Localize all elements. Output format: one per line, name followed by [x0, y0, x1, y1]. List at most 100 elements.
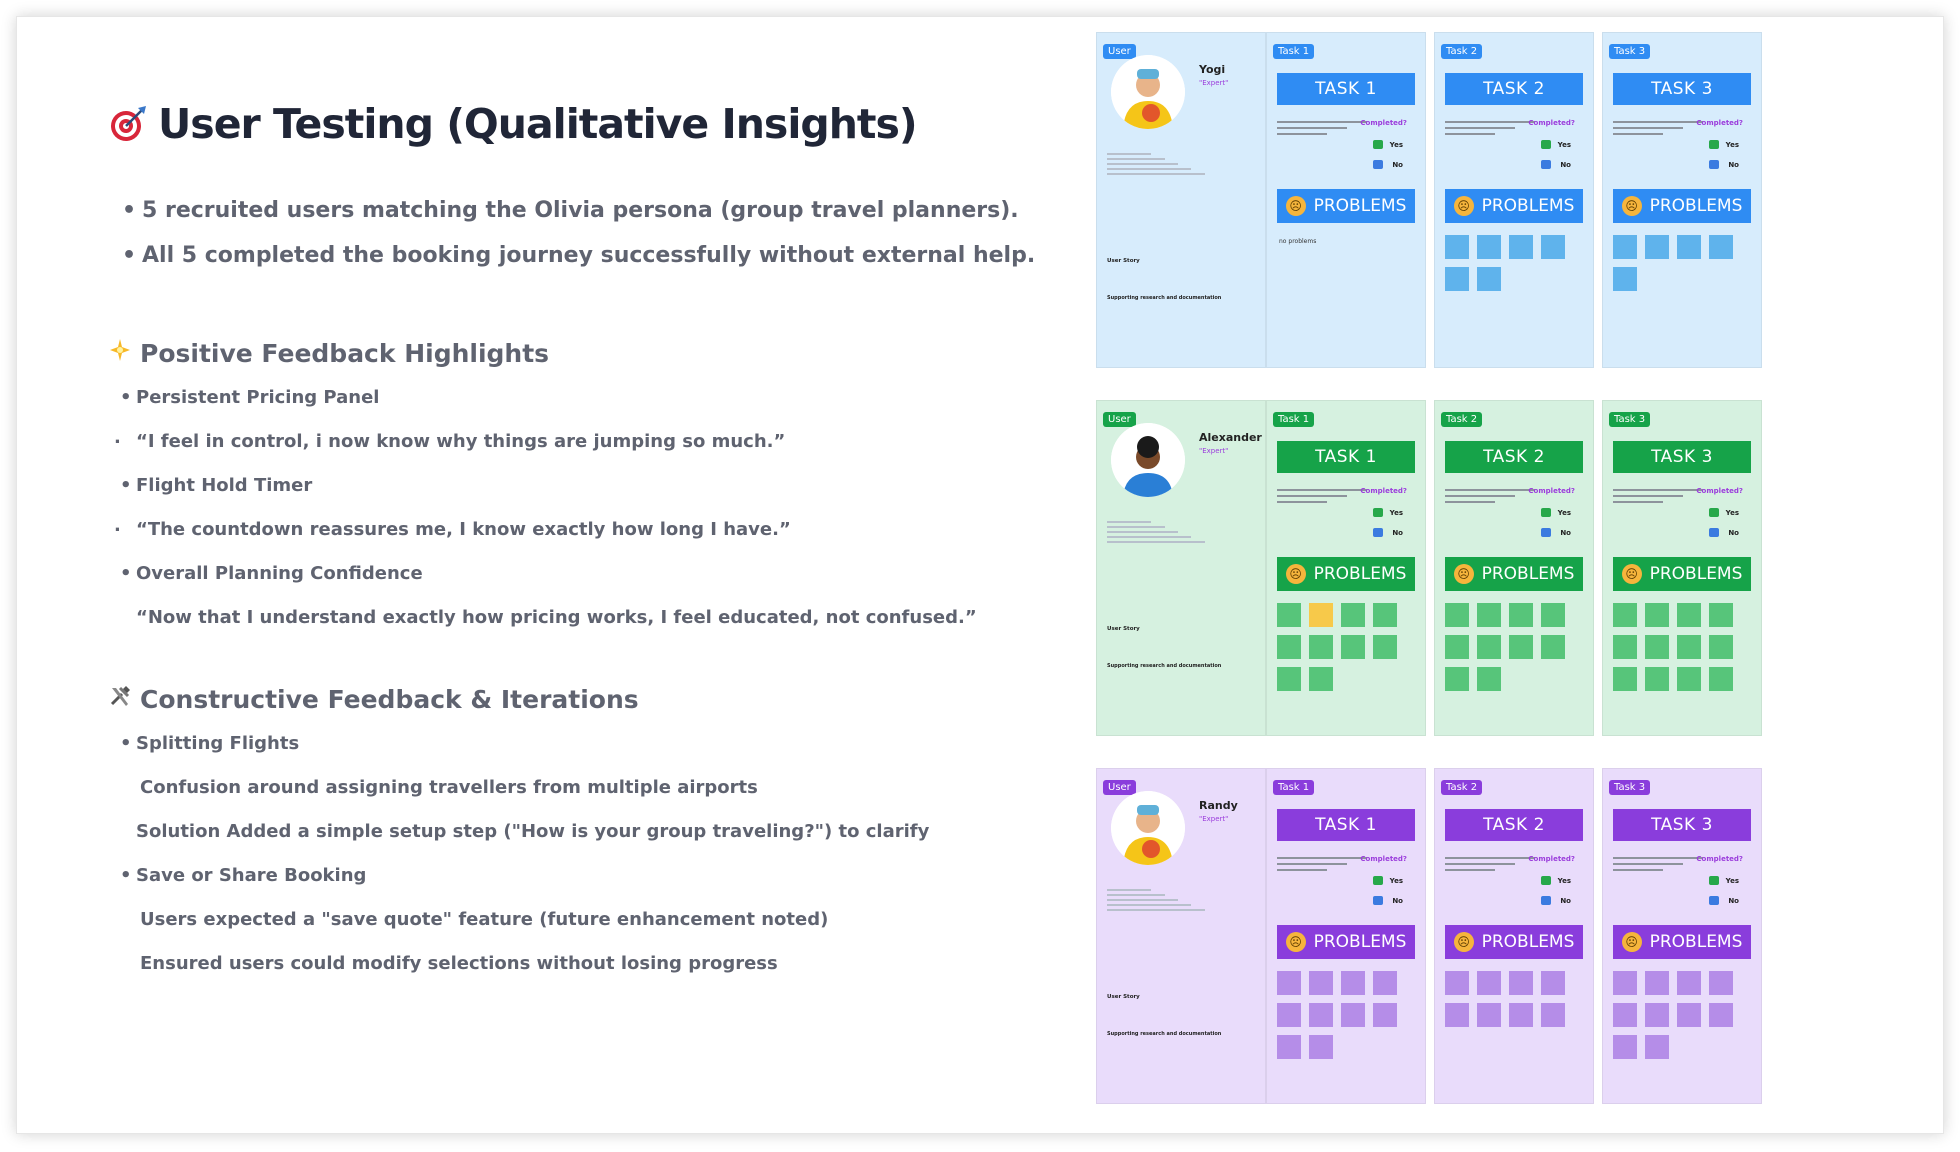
- task-tag: Task 3: [1609, 780, 1651, 795]
- intro-bullet: 5 recruited users matching the Olivia pe…: [108, 188, 1048, 233]
- problems-label: PROBLEMS: [1313, 196, 1407, 216]
- user-role: "Expert": [1199, 79, 1229, 87]
- problems-label: PROBLEMS: [1649, 196, 1743, 216]
- task-tag: Task 1: [1273, 412, 1315, 427]
- user-name: Alexander: [1199, 431, 1262, 444]
- positive-item: Flight Hold Timer: [108, 464, 1048, 508]
- yes-label: Yes: [1389, 141, 1403, 149]
- angry-face-icon: ☹: [1621, 564, 1642, 584]
- sticky-note: [1613, 267, 1637, 291]
- task-description: [1613, 857, 1713, 875]
- sticky-note: [1645, 235, 1669, 259]
- sticky-note: [1373, 1003, 1397, 1027]
- sticky-note: [1509, 1003, 1533, 1027]
- angry-face-icon: ☹: [1621, 196, 1642, 216]
- thumbs-down-icon: [1709, 528, 1719, 537]
- task-tag: Task 3: [1609, 44, 1651, 59]
- sticky-note: [1309, 971, 1333, 995]
- no-label: No: [1728, 529, 1739, 537]
- sticky-note: [1645, 603, 1669, 627]
- problems-header: ☹PROBLEMS: [1613, 557, 1751, 591]
- sticky-note: [1541, 971, 1565, 995]
- problems-label: PROBLEMS: [1313, 932, 1407, 952]
- yes-label: Yes: [1557, 509, 1571, 517]
- sticky-note: [1309, 1035, 1333, 1059]
- sticky-note: [1277, 971, 1301, 995]
- avatar: [1111, 791, 1185, 865]
- task-description: [1445, 121, 1545, 139]
- user-story-label: User Story: [1107, 258, 1140, 264]
- sticky-note: [1477, 1003, 1501, 1027]
- sticky-notes: [1445, 603, 1583, 691]
- yes-label: Yes: [1389, 877, 1403, 885]
- sticky-note: [1341, 603, 1365, 627]
- task-description: [1277, 489, 1377, 507]
- sticky-note: [1677, 971, 1701, 995]
- sticky-note: [1509, 603, 1533, 627]
- sticky-note: [1541, 235, 1565, 259]
- task-tag: Task 3: [1609, 412, 1651, 427]
- angry-face-icon: ☹: [1621, 932, 1642, 952]
- thumbs-up-icon: [1709, 140, 1719, 149]
- no-label: No: [1392, 529, 1403, 537]
- completed-label: Completed?: [1696, 487, 1743, 495]
- sticky-note: [1645, 1003, 1669, 1027]
- angry-face-icon: ☹: [1285, 932, 1306, 952]
- task-title: TASK 2: [1445, 809, 1583, 841]
- problems-header: ☹ PROBLEMS: [1613, 189, 1751, 223]
- thumbs-down-icon: [1709, 160, 1719, 169]
- no-label: No: [1560, 161, 1571, 169]
- sticky-notes: [1613, 235, 1751, 291]
- problems-label: PROBLEMS: [1481, 932, 1575, 952]
- sticky-note: [1677, 235, 1701, 259]
- sticky-note: [1477, 667, 1501, 691]
- support-label: Supporting research and documentation: [1107, 1031, 1222, 1037]
- yes-label: Yes: [1557, 877, 1571, 885]
- problems-label: PROBLEMS: [1313, 564, 1407, 584]
- completed-label: Completed?: [1696, 119, 1743, 127]
- task-title: TASK 3: [1613, 73, 1751, 105]
- constructive-detail: Users expected a "save quote" feature (f…: [140, 909, 829, 930]
- problems-header: ☹PROBLEMS: [1613, 925, 1751, 959]
- constructive-detail: Solution Added a simple setup step ("How…: [136, 821, 930, 842]
- yes-label: Yes: [1389, 509, 1403, 517]
- sticky-note: [1445, 971, 1469, 995]
- sticky-note: [1709, 1003, 1733, 1027]
- sticky-note: [1445, 603, 1469, 627]
- thumbs-down-icon: [1541, 896, 1551, 905]
- sticky-note: [1613, 971, 1637, 995]
- sparkle-icon: [108, 338, 132, 368]
- sticky-note: [1613, 235, 1637, 259]
- constructive-detail: Confusion around assigning travellers fr…: [140, 777, 758, 798]
- positive-quote: “The countdown reassures me, I know exac…: [108, 504, 1048, 552]
- positive-heading-text: Positive Feedback Highlights: [140, 338, 550, 368]
- task-description: [1277, 121, 1377, 139]
- sticky-note: [1277, 603, 1301, 627]
- sticky-note: [1477, 635, 1501, 659]
- task-title: TASK 1: [1277, 73, 1415, 105]
- profile-details: [1107, 521, 1255, 546]
- support-label: Supporting research and documentation: [1107, 295, 1222, 301]
- sticky-note: [1645, 667, 1669, 691]
- yes-label: Yes: [1557, 141, 1571, 149]
- sticky-note: [1309, 1003, 1333, 1027]
- thumbs-down-icon: [1709, 896, 1719, 905]
- sticky-note: [1709, 235, 1733, 259]
- angry-face-icon: ☹: [1285, 196, 1306, 216]
- task-title: TASK 1: [1277, 809, 1415, 841]
- no-label: No: [1392, 897, 1403, 905]
- sticky-note: [1613, 1003, 1637, 1027]
- sticky-note: [1677, 667, 1701, 691]
- sticky-note: [1341, 635, 1365, 659]
